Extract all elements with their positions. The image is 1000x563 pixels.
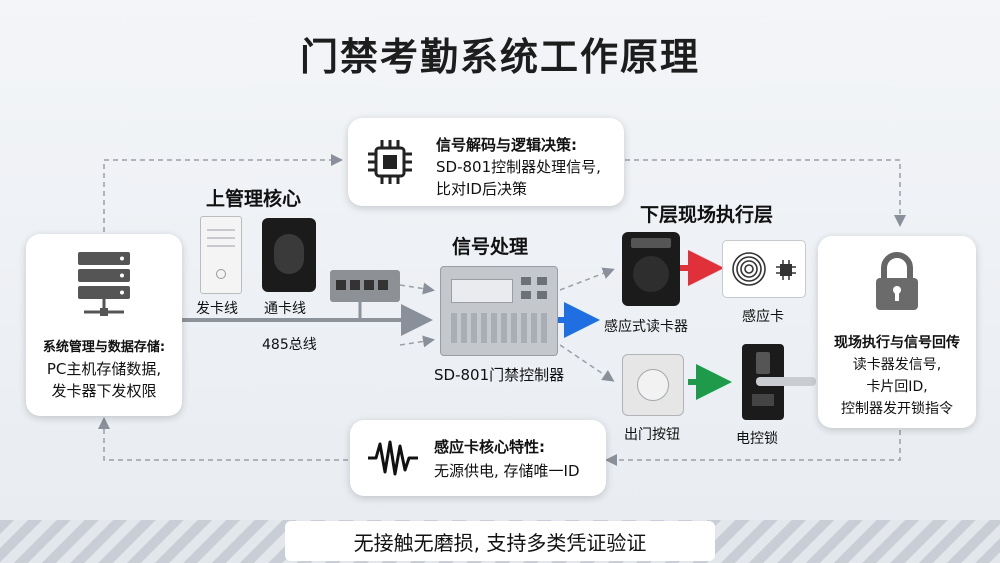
decode-card: 信号解码与逻辑决策: SD-801控制器处理信号, 比对ID后决策 xyxy=(348,118,624,206)
network-switch xyxy=(330,270,400,302)
card-feature-line1: 无源供电, 存储唯一ID xyxy=(434,462,580,480)
reader-line-label: 通卡线 xyxy=(264,301,306,317)
field-heading: 下层现场执行层 xyxy=(640,204,774,226)
controller-label: SD-801门禁控制器 xyxy=(434,366,565,384)
dashed-path-top-to-right xyxy=(625,159,906,227)
exit-button-device xyxy=(622,354,684,416)
lock-icon xyxy=(876,252,918,310)
execution-line2: 卡片回ID, xyxy=(866,379,928,395)
execution-line3: 控制器发开锁指令 xyxy=(841,401,953,417)
decode-line2: 比对ID后决策 xyxy=(436,180,527,198)
electric-lock-label: 电控锁 xyxy=(736,431,778,447)
electric-lock-device xyxy=(742,344,816,420)
signal-heading: 信号处理 xyxy=(452,236,529,258)
dashed-controller-to-exit xyxy=(559,344,615,382)
rfid-reader-label: 感应式读卡器 xyxy=(604,319,688,335)
execution-title: 现场执行与信号回传 xyxy=(834,335,960,351)
rfid-card-label: 感应卡 xyxy=(742,309,784,325)
decode-title: 信号解码与逻辑决策: xyxy=(436,136,577,154)
coil-icon xyxy=(732,252,766,286)
dashed-controller-to-reader xyxy=(559,267,615,291)
waveform-icon xyxy=(368,440,418,476)
management-line1: PC主机存储数据, xyxy=(46,360,162,378)
decode-line1: SD-801控制器处理信号, xyxy=(436,158,601,176)
server-icon xyxy=(78,252,130,316)
controller-device xyxy=(440,266,558,356)
management-line2: 发卡器下发权限 xyxy=(51,382,157,400)
chip-icon xyxy=(368,140,412,184)
card-feature-title: 感应卡核心特性: xyxy=(434,438,545,456)
execution-line1: 读卡器发信号, xyxy=(852,357,942,373)
exit-button-label: 出门按钮 xyxy=(624,427,680,443)
card-chip-icon xyxy=(776,260,796,280)
card-feature-card: 感应卡核心特性: 无源供电, 存储唯一ID xyxy=(350,420,606,496)
rfid-card xyxy=(722,240,806,298)
rfid-reader-device xyxy=(622,232,680,306)
footer-caption: 无接触无磨损, 支持多类凭证验证 xyxy=(285,521,715,561)
execution-card: 现场执行与信号回传 读卡器发信号, 卡片回ID, 控制器发开锁指令 xyxy=(818,236,976,428)
dashed-path-left-to-top xyxy=(103,154,343,232)
card-issuer-device xyxy=(200,216,242,294)
issuer-label: 发卡线 xyxy=(196,301,238,317)
desktop-reader-device xyxy=(262,218,316,292)
management-card: 系统管理与数据存储: PC主机存储数据, 发卡器下发权限 xyxy=(26,234,182,416)
dashed-path-bottom-to-left xyxy=(98,417,348,461)
page-title: 门禁考勤系统工作原理 xyxy=(299,35,700,79)
upper-mgmt-heading: 上管理核心 xyxy=(206,188,302,210)
bus-label: 485总线 xyxy=(262,337,317,353)
management-title: 系统管理与数据存储: xyxy=(42,340,166,355)
dashed-path-right-to-bottom xyxy=(605,430,901,466)
